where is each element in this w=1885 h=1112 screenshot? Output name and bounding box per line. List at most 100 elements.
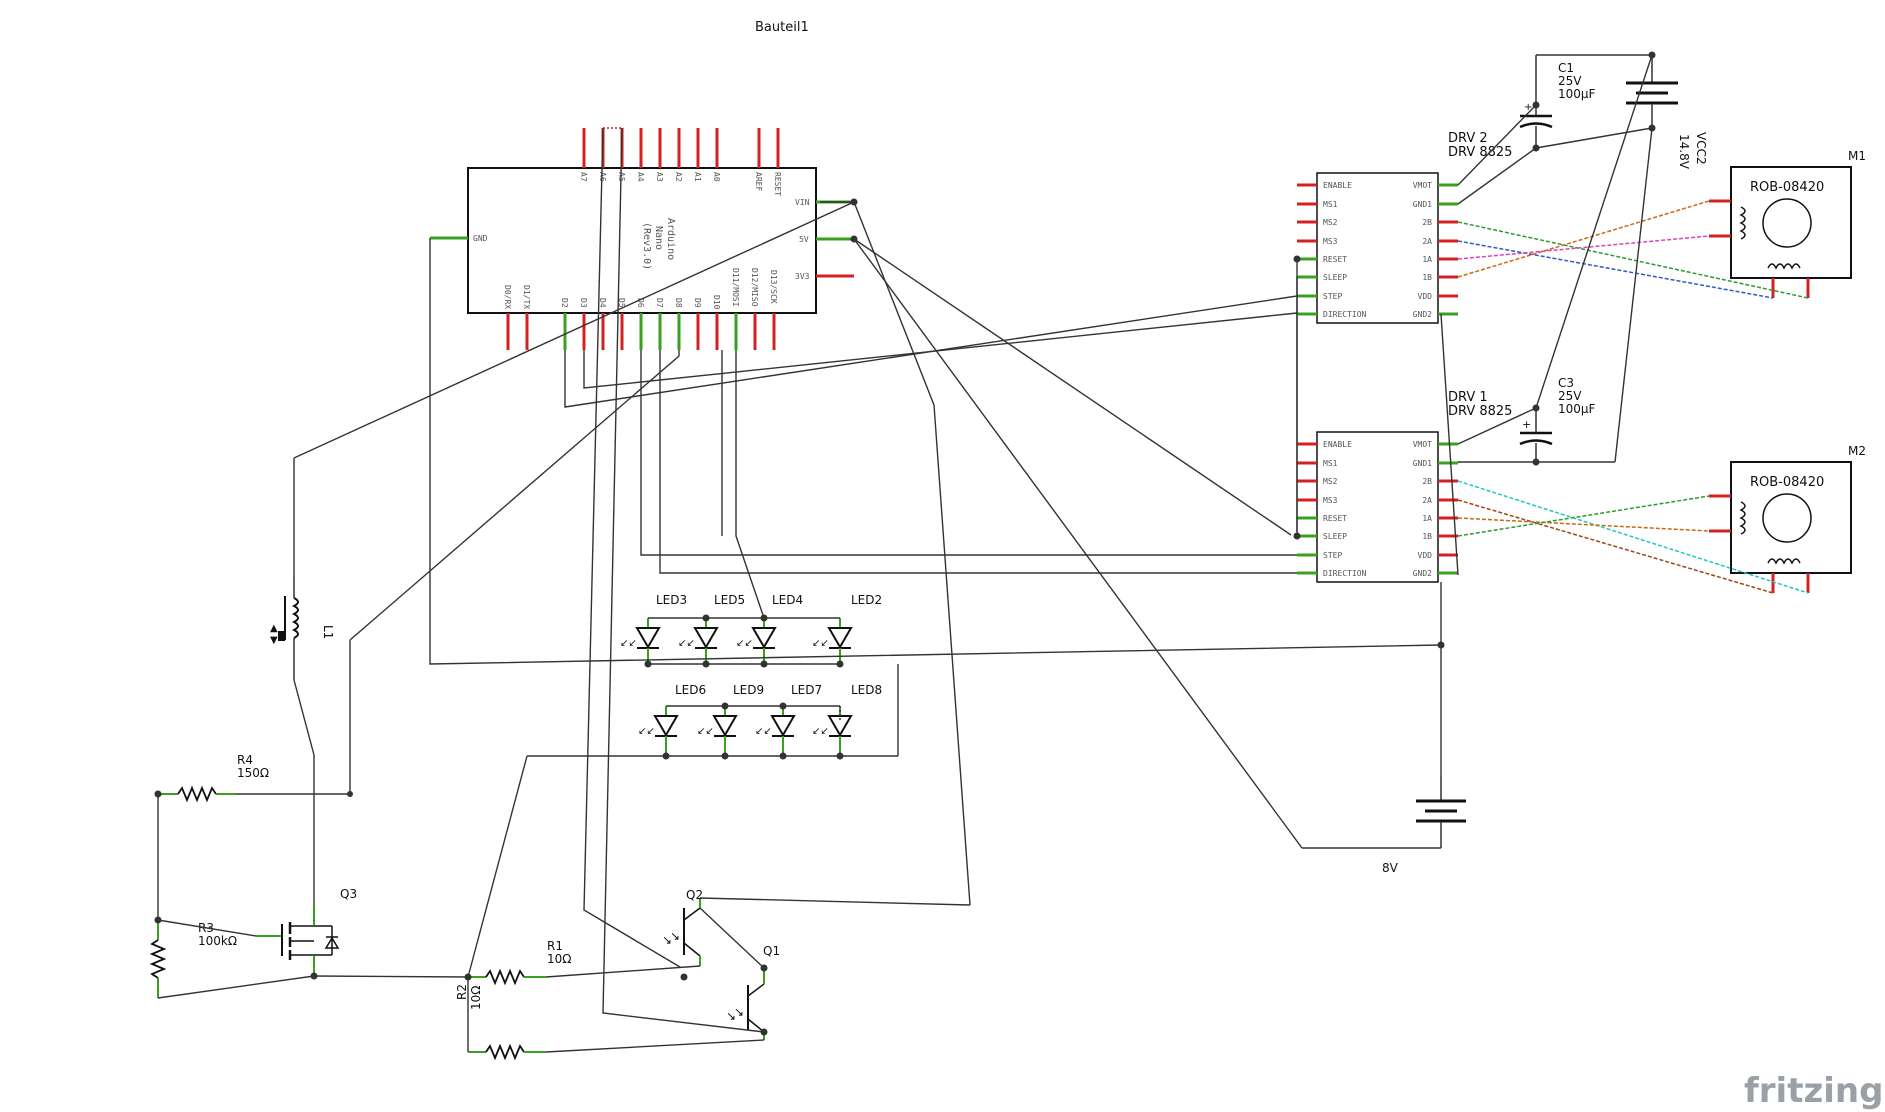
led-row-bottom: ↙↙ ↙↙ ↙↙ ↙↙ [638,706,853,756]
motor-m2-part: ROB-08420 [1750,475,1824,490]
svg-text:1A: 1A [1422,255,1432,264]
capacitor-c3-value: 100µF [1558,402,1596,416]
svg-text:A1: A1 [693,172,702,182]
driver-right-pin-labels: VMOT GND1 2B 2A 1A 1B VDD GND2 [1413,440,1432,578]
svg-text:MS2: MS2 [1323,477,1338,486]
svg-text:A2: A2 [674,172,683,182]
svg-text:VDD: VDD [1418,551,1433,560]
resistor-r2[interactable] [468,1043,546,1061]
svg-text:Nano: Nano [653,226,664,250]
svg-text:DIRECTION: DIRECTION [1323,310,1367,319]
capacitor-c3-label: C3 [1558,376,1574,390]
svg-text:D8: D8 [674,298,683,308]
driver-right-pins [1438,442,1458,575]
led-6[interactable]: ↙↙ [638,706,679,756]
svg-text:D4: D4 [598,298,607,308]
led-6-label: LED6 [675,683,706,697]
svg-text:2A: 2A [1422,496,1432,505]
junction-dots [154,51,1656,1036]
svg-text:2A: 2A [1422,237,1432,246]
driver-body [1316,431,1439,583]
motor-m2-ref: M2 [1848,444,1866,458]
svg-text:D11/MOSI: D11/MOSI [731,268,740,307]
svg-text:GND2: GND2 [1413,310,1432,319]
svg-text:AREF: AREF [754,172,763,191]
resistor-r3[interactable] [149,920,167,998]
svg-text:↙↙: ↙↙ [638,726,655,737]
svg-text:D10: D10 [712,295,721,310]
svg-text:MS1: MS1 [1323,459,1338,468]
svg-text:D3: D3 [579,298,588,308]
svg-text:D9: D9 [693,298,702,308]
battery-8v-value: 8V [1382,861,1399,875]
led-3[interactable]: ↙↙ [620,618,661,664]
capacitor-c3[interactable]: + [1519,408,1553,462]
resistor-r2-ref: R2 [455,984,469,1000]
resistor-r4-ref: R4 [237,753,253,767]
svg-text:VDD: VDD [1418,292,1433,301]
svg-text:RESET: RESET [1323,514,1347,523]
driver-drv2-model: DRV 8825 [1448,145,1512,160]
svg-text:SLEEP: SLEEP [1323,273,1347,282]
arduino-nano[interactable]: Arduino Nano (Rev3.0) A7 A6 A5 A4 A3 A2 … [430,128,854,350]
led-7-label: LED7 [791,683,822,697]
svg-text:VMOT: VMOT [1413,181,1432,190]
battery-vcc2-label: VCC2 [1694,132,1708,165]
svg-text:1B: 1B [1422,273,1432,282]
svg-text:Arduino: Arduino [665,218,676,260]
svg-text:1B: 1B [1422,532,1432,541]
battery-vcc2[interactable] [1626,55,1678,128]
led-2[interactable]: ↙↙ [812,618,853,664]
led-9-label: LED9 [733,683,764,697]
inductor-l1-label: L1 [321,625,335,639]
resistor-r4[interactable] [158,785,236,803]
driver-left-pins [1297,442,1317,575]
motor-m1-part: ROB-08420 [1750,180,1824,195]
led-7[interactable]: ↙↙ [755,706,796,756]
resistor-r1-ref: R1 [547,939,563,953]
arduino-3v3-label: 3V3 [795,272,810,281]
svg-text:1A: 1A [1422,514,1432,523]
svg-text:↙↙: ↙↙ [678,638,695,649]
transistor-q3[interactable] [256,904,340,976]
arduino-5v-label: 5V [799,235,809,244]
svg-text:↙↙: ↙↙ [755,726,772,737]
inductor-l1[interactable]: ▲ ▼ [270,575,299,680]
svg-text:↘: ↘ [734,1005,744,1019]
battery-vcc2-value: 14.8V [1677,134,1691,170]
motor-m2[interactable] [1709,461,1852,593]
battery-8v[interactable] [1416,776,1466,848]
driver-drv2[interactable]: ENABLE MS1 MS2 MS3 RESET SLEEP STEP DIRE… [1297,172,1458,324]
fritzing-logo: fritzing [1744,1071,1883,1111]
resistor-r1[interactable] [468,968,546,986]
led-5[interactable]: ↙↙ [678,618,719,664]
svg-text:GND1: GND1 [1413,200,1432,209]
svg-text:MS3: MS3 [1323,496,1338,505]
led-8[interactable]: ↙↙ [812,706,853,756]
driver-left-pin-labels: ENABLE MS1 MS2 MS3 RESET SLEEP STEP DIRE… [1323,181,1367,319]
capacitor-c1-label: C1 [1558,61,1574,75]
driver-drv1[interactable]: ENABLE MS1 MS2 MS3 RESET SLEEP STEP DIRE… [1297,431,1458,583]
motor-wires [1457,200,1809,594]
svg-text:SLEEP: SLEEP [1323,532,1347,541]
svg-text:↘: ↘ [726,1009,736,1023]
svg-text:A7: A7 [579,172,588,182]
svg-text:+: + [1524,102,1532,113]
led-8-label: LED8 [851,683,882,697]
svg-text:A3: A3 [655,172,664,182]
arduino-vin-label: VIN [795,198,810,207]
svg-text:D7: D7 [655,298,664,308]
led-9[interactable]: ↙↙ [697,706,738,756]
svg-text:(Rev3.0): (Rev3.0) [641,222,652,270]
driver-right-pin-labels: VMOT GND1 2B 2A 1A 1B VDD GND2 [1413,181,1432,319]
svg-text:ENABLE: ENABLE [1323,181,1352,190]
svg-text:RESET: RESET [773,172,782,196]
led-4[interactable]: ↙↙ [736,618,777,664]
motor-m1[interactable] [1709,166,1852,298]
transistor-q2[interactable]: ↘ ↘ [662,898,701,966]
svg-text:ENABLE: ENABLE [1323,440,1352,449]
capacitor-c1-voltage: 25V [1558,74,1582,88]
sheet-title: Bauteil1 [755,20,809,35]
svg-text:D1/TX: D1/TX [522,285,531,309]
svg-text:VMOT: VMOT [1413,440,1432,449]
